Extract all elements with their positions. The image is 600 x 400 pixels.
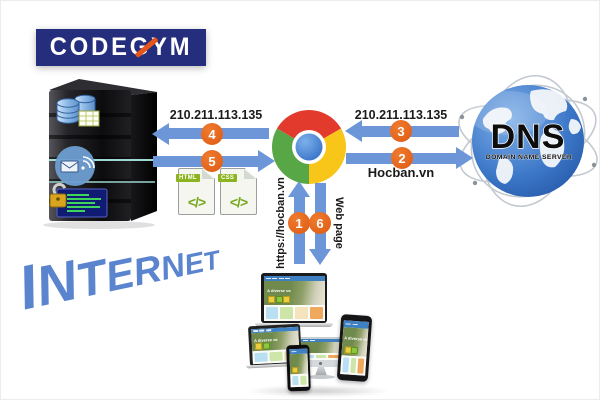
html-code-glyph: </>	[187, 194, 206, 210]
device-phone	[286, 344, 311, 392]
mini-website	[288, 348, 309, 388]
arrow-step6-head	[309, 249, 331, 265]
imac-stand	[315, 367, 327, 376]
content-box	[268, 351, 283, 361]
css-tag: CSS	[218, 174, 238, 182]
toy-block	[275, 296, 283, 304]
site-navbar	[263, 275, 325, 282]
content-box	[328, 354, 340, 358]
site-content-row	[340, 355, 367, 376]
site-hero	[301, 341, 341, 353]
continents	[482, 89, 581, 184]
label-dns-ip: 210.211.113.135	[354, 108, 448, 122]
file-icon-html: HTML </>	[176, 168, 215, 215]
codegym-logo-text: CODEGYM	[49, 33, 193, 61]
dns-globe: DNS DOMAIN NAME SERVER	[458, 74, 598, 208]
chrome-logo	[272, 110, 346, 184]
orbit-nodes	[459, 96, 597, 186]
toy-block	[262, 342, 270, 350]
chrome-browser-icon	[271, 109, 347, 190]
step-badge-3: 3	[390, 120, 412, 142]
apple-logo	[319, 361, 322, 365]
devices-shadow	[245, 385, 391, 397]
content-box	[309, 306, 323, 319]
content-box	[295, 306, 308, 319]
content-box	[315, 354, 327, 358]
site-content-row	[289, 373, 309, 388]
mini-website: A diverse va	[340, 320, 369, 376]
step-badge-2: 2	[391, 147, 413, 169]
site-hero-text: A diverse va	[267, 287, 291, 293]
content-box	[357, 358, 365, 374]
content-box	[253, 352, 268, 362]
dns-title: DNS	[491, 118, 566, 156]
site-hero-text: A diverse va	[344, 335, 368, 342]
css-code-glyph: </>	[229, 194, 248, 210]
dns-server-illustration: DNS DOMAIN NAME SERVER	[453, 71, 599, 216]
server-tower	[43, 79, 157, 229]
label-server-ip: 210.211.113.135	[169, 108, 263, 122]
toy-block	[292, 366, 299, 373]
site-content-row	[263, 304, 325, 321]
content-box	[342, 357, 349, 373]
security-lock-icon	[49, 182, 108, 218]
arrow-step3-head	[345, 120, 362, 142]
toy-block	[350, 347, 358, 355]
step-badge-6: 6	[309, 212, 331, 234]
step-badge-4: 4	[201, 123, 223, 145]
label-web-page: Web page	[333, 197, 345, 249]
css-fold-corner	[244, 169, 256, 179]
arrow-step2-head	[456, 147, 473, 169]
communication-icon	[55, 146, 95, 186]
toy-block	[268, 296, 276, 304]
content-box	[291, 375, 299, 386]
content-box	[299, 375, 307, 385]
device-tablet: A diverse va	[336, 313, 373, 383]
arrow-step5-head	[258, 150, 275, 172]
mini-website	[301, 339, 341, 360]
mini-website: A diverse va	[263, 275, 325, 321]
html-fold-corner	[202, 169, 214, 179]
codegym-logo: CODEGYM	[36, 29, 206, 66]
file-icon-css: CSS </>	[218, 168, 257, 215]
content-box	[265, 306, 279, 319]
content-box	[349, 357, 357, 374]
devices-mockup: A diverse va	[245, 267, 391, 399]
dns-subtitle: DOMAIN NAME SERVER	[486, 154, 572, 161]
step-badge-5: 5	[201, 150, 223, 172]
label-url: https://hocban.vn	[275, 177, 287, 269]
site-hero: A diverse va	[263, 281, 325, 305]
step-badge-1: 1	[288, 212, 310, 234]
site-navbar	[301, 339, 341, 342]
arrow-step4-head	[152, 123, 169, 145]
site-hero	[289, 353, 308, 374]
web-server-illustration	[37, 73, 169, 234]
html-tag: HTML	[176, 174, 200, 182]
content-box	[280, 306, 293, 319]
label-domain: Hocban.vn	[367, 165, 435, 180]
toy-block	[255, 342, 263, 351]
toy-block	[283, 296, 291, 304]
database-icon	[56, 94, 100, 127]
imac-base	[307, 375, 335, 379]
arrow-step1-head	[288, 181, 310, 197]
site-hero: A diverse va	[341, 327, 369, 357]
device-laptop-back: A diverse va	[261, 273, 327, 323]
